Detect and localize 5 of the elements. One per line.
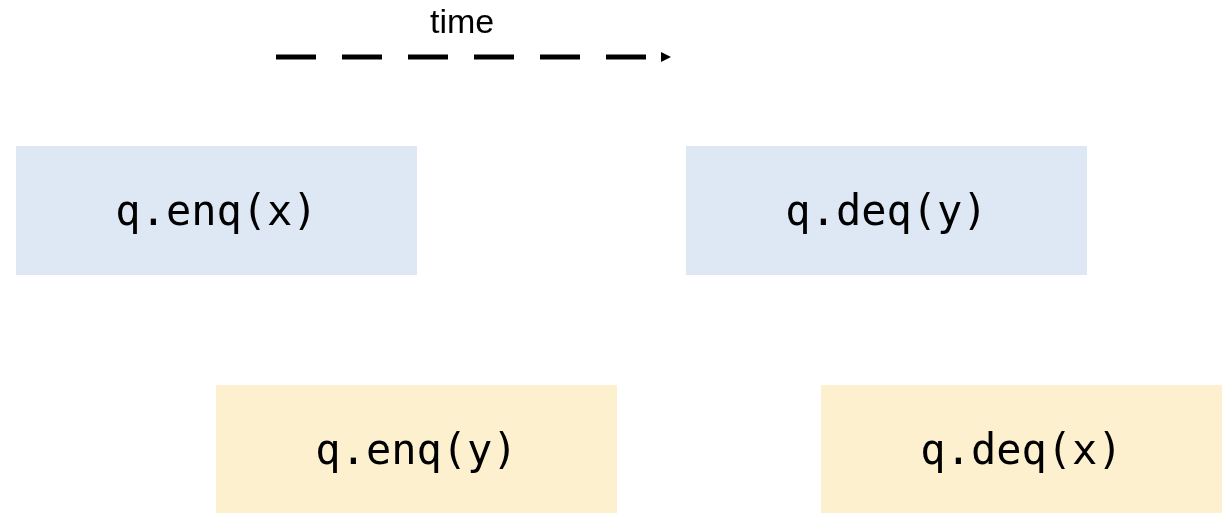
operation-label: q.deq(x) [920,424,1123,474]
axis-label: time [430,2,495,41]
operation-label: q.deq(y) [785,186,988,235]
operation-label: q.enq(y) [315,424,518,474]
operation-label: q.enq(x) [115,186,318,235]
